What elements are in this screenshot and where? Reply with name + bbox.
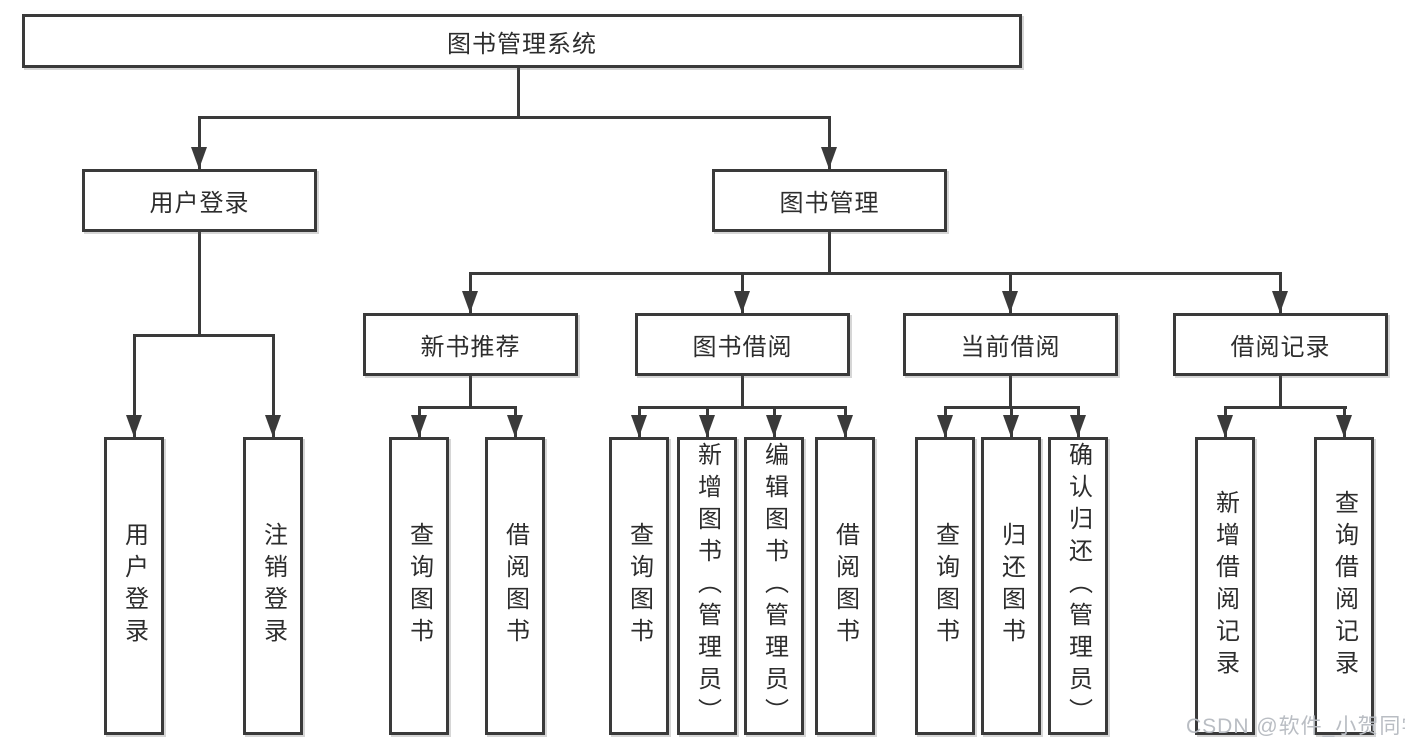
arrowhead <box>507 415 523 437</box>
arrowhead <box>734 291 750 313</box>
leaf-recommend-borrow-books: 借阅图书 <box>485 437 545 735</box>
leaf-borrow-query-books-label: 查询图书 <box>625 522 653 650</box>
connector-line <box>417 405 517 409</box>
connector-line <box>1008 376 1012 407</box>
arrowhead <box>411 415 427 437</box>
connector-line <box>1278 376 1282 407</box>
node-book-borrow: 图书借阅 <box>635 313 850 376</box>
node-current-borrow-label: 当前借阅 <box>960 334 1061 361</box>
arrowhead <box>837 415 853 437</box>
leaf-recommend-query-books-label: 查询图书 <box>405 522 433 650</box>
connector-line <box>827 117 831 169</box>
arrowhead <box>1217 415 1233 437</box>
leaf-borrow-edit-books-label: 编辑图书（管理员） <box>760 442 788 730</box>
leaf-current-return-books-label: 归还图书 <box>997 522 1025 650</box>
leaf-recommend-borrow-books-label: 借阅图书 <box>501 522 529 650</box>
connector-line <box>271 335 275 437</box>
node-book-management: 图书管理 <box>712 169 947 232</box>
csdn-watermark: CSDN @软件_小贺同学 <box>1186 715 1405 738</box>
leaf-user-login-label: 用户登录 <box>120 522 148 650</box>
leaf-records-add-record-label: 新增借阅记录 <box>1211 490 1239 682</box>
connector-line <box>132 333 275 337</box>
leaf-current-query-books-label: 查询图书 <box>931 522 959 650</box>
node-root-label: 图书管理系统 <box>447 30 597 58</box>
arrowhead <box>937 415 953 437</box>
arrowhead <box>821 147 837 169</box>
node-book-borrow-label: 图书借阅 <box>692 334 793 361</box>
node-current-borrow: 当前借阅 <box>903 313 1118 376</box>
connector-line <box>1223 405 1347 409</box>
leaf-current-return-books: 归还图书 <box>981 437 1041 735</box>
connector-line <box>197 232 201 335</box>
connector-line <box>468 376 472 407</box>
arrowhead <box>1002 291 1018 313</box>
leaf-current-confirm-return: 确认归还（管理员） <box>1048 437 1108 735</box>
leaf-borrow-edit-books: 编辑图书（管理员） <box>744 437 804 735</box>
leaf-records-query-record: 查询借阅记录 <box>1314 437 1374 735</box>
arrowhead <box>265 415 281 437</box>
connector-line <box>516 68 520 117</box>
node-user-login-label: 用户登录 <box>149 190 250 217</box>
connector-line <box>197 115 831 119</box>
arrowhead <box>1003 415 1019 437</box>
node-book-management-label: 图书管理 <box>779 190 880 217</box>
leaf-recommend-query-books: 查询图书 <box>389 437 449 735</box>
node-borrow-records: 借阅记录 <box>1173 313 1388 376</box>
leaf-records-add-record: 新增借阅记录 <box>1195 437 1255 735</box>
connector-line <box>637 405 847 409</box>
leaf-records-query-record-label: 查询借阅记录 <box>1330 490 1358 682</box>
leaf-logout: 注销登录 <box>243 437 303 735</box>
connector-line <box>197 117 201 169</box>
leaf-borrow-borrow-books: 借阅图书 <box>815 437 875 735</box>
node-new-book-recommend: 新书推荐 <box>363 313 578 376</box>
connector-line <box>132 335 136 437</box>
node-root: 图书管理系统 <box>22 14 1022 68</box>
arrowhead <box>462 291 478 313</box>
arrowhead <box>191 147 207 169</box>
node-new-book-recommend-label: 新书推荐 <box>420 334 521 361</box>
arrowhead <box>126 415 142 437</box>
leaf-current-query-books: 查询图书 <box>915 437 975 735</box>
leaf-user-login: 用户登录 <box>104 437 164 735</box>
leaf-current-confirm-return-label: 确认归还（管理员） <box>1064 442 1092 730</box>
connector-line <box>468 271 1282 275</box>
leaf-borrow-add-books-label: 新增图书（管理员） <box>693 442 721 730</box>
leaf-borrow-borrow-books-label: 借阅图书 <box>831 522 859 650</box>
leaf-borrow-query-books: 查询图书 <box>609 437 669 735</box>
arrowhead <box>631 415 647 437</box>
connector-line <box>827 232 831 273</box>
connector-line <box>740 376 744 407</box>
arrowhead <box>699 415 715 437</box>
node-user-login: 用户登录 <box>82 169 317 232</box>
arrowhead <box>1272 291 1288 313</box>
arrowhead <box>766 415 782 437</box>
arrowhead <box>1070 415 1086 437</box>
arrowhead <box>1336 415 1352 437</box>
leaf-borrow-add-books: 新增图书（管理员） <box>677 437 737 735</box>
node-borrow-records-label: 借阅记录 <box>1230 334 1331 361</box>
leaf-logout-label: 注销登录 <box>259 522 287 650</box>
